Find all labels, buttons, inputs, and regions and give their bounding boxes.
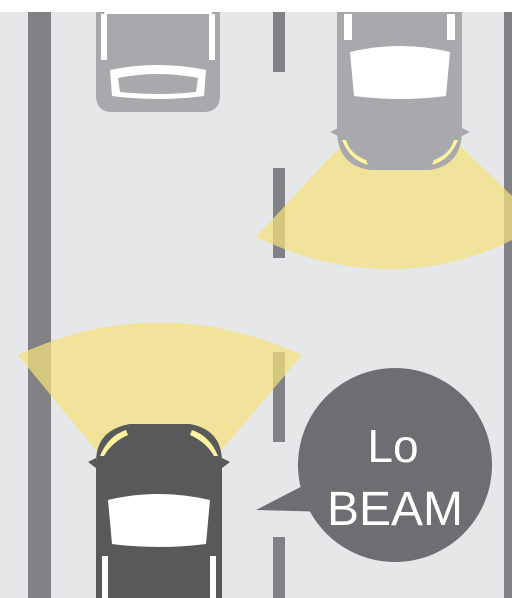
own-car-icon [88,424,230,598]
bubble-text-beam: BEAM [327,483,463,536]
oncoming-car-icon [330,12,470,170]
right-road-edge-line [504,12,512,598]
left-road-edge-line [28,12,51,598]
bubble-text-lo: Lo [367,420,418,472]
leading-car-icon [96,12,220,112]
lane-dash [273,537,285,598]
lane-dash [273,12,285,72]
